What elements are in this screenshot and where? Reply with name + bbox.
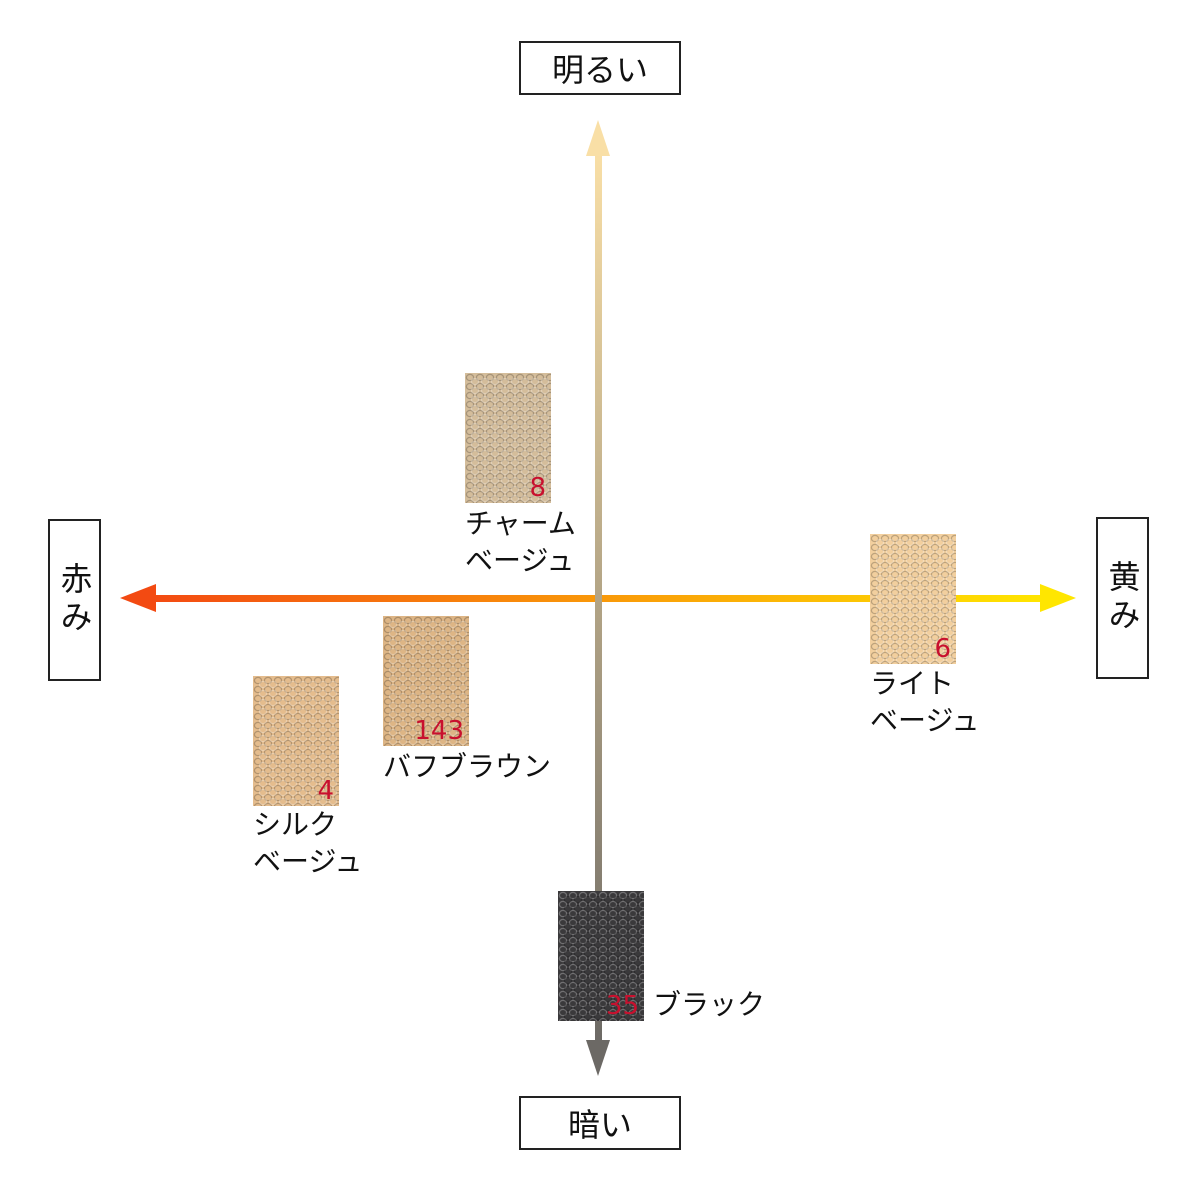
swatch-black-texture <box>558 891 644 1021</box>
label-black-line-1: ブラック <box>653 988 766 1021</box>
swatch-buff-brown-texture <box>383 616 469 746</box>
swatch-silk-beige-code: 4 <box>317 776 334 806</box>
label-silk-beige-line-2: ベージュ <box>253 845 363 878</box>
label-light-beige: ライト ベージュ <box>870 665 979 739</box>
swatch-charm-beige-code: 8 <box>529 473 546 503</box>
bright-arrowhead <box>586 120 610 156</box>
swatch-black-code: 35 <box>605 991 639 1021</box>
yellow-arrowhead <box>1040 584 1076 612</box>
swatch-silk-beige-texture <box>253 676 339 806</box>
axis-label-dark-text: 暗い <box>567 1106 632 1144</box>
label-silk-beige: シルク ベージュ <box>253 806 362 880</box>
axis-label-red: 赤み <box>48 519 101 681</box>
label-silk-beige-line-1: シルク <box>253 808 338 841</box>
red-arrowhead <box>120 584 156 612</box>
label-black: ブラック <box>653 986 765 1023</box>
label-charm-beige: チャーム ベージュ <box>465 505 576 579</box>
axis-label-yellow: 黄み <box>1096 517 1149 679</box>
label-buff-brown-line-1: バフブラウン <box>383 750 552 783</box>
swatch-charm-beige: 8 <box>465 373 551 503</box>
dark-arrowhead <box>586 1040 610 1076</box>
swatch-light-beige-code: 6 <box>934 634 951 664</box>
swatch-light-beige-texture <box>870 534 956 664</box>
swatch-black: 35 <box>558 891 644 1021</box>
axis-label-yellow-text: 黄み <box>1103 560 1142 636</box>
swatch-buff-brown-code: 143 <box>414 716 464 746</box>
vertical-axis-line <box>595 150 602 1046</box>
label-buff-brown: バフブラウン <box>383 748 551 785</box>
axis-label-dark: 暗い <box>519 1096 681 1150</box>
swatch-charm-beige-texture <box>465 373 551 503</box>
swatch-buff-brown: 143 <box>383 616 469 746</box>
label-light-beige-line-2: ベージュ <box>870 704 980 737</box>
label-light-beige-line-1: ライト <box>870 667 955 700</box>
swatch-silk-beige: 4 <box>253 676 339 806</box>
swatch-light-beige: 6 <box>870 534 956 664</box>
axis-label-bright: 明るい <box>519 41 681 95</box>
label-charm-beige-line-2: ベージュ <box>465 544 575 577</box>
axis-label-bright-text: 明るい <box>551 51 648 89</box>
label-charm-beige-line-1: チャーム <box>465 507 576 540</box>
axis-label-red-text: 赤み <box>55 562 94 638</box>
